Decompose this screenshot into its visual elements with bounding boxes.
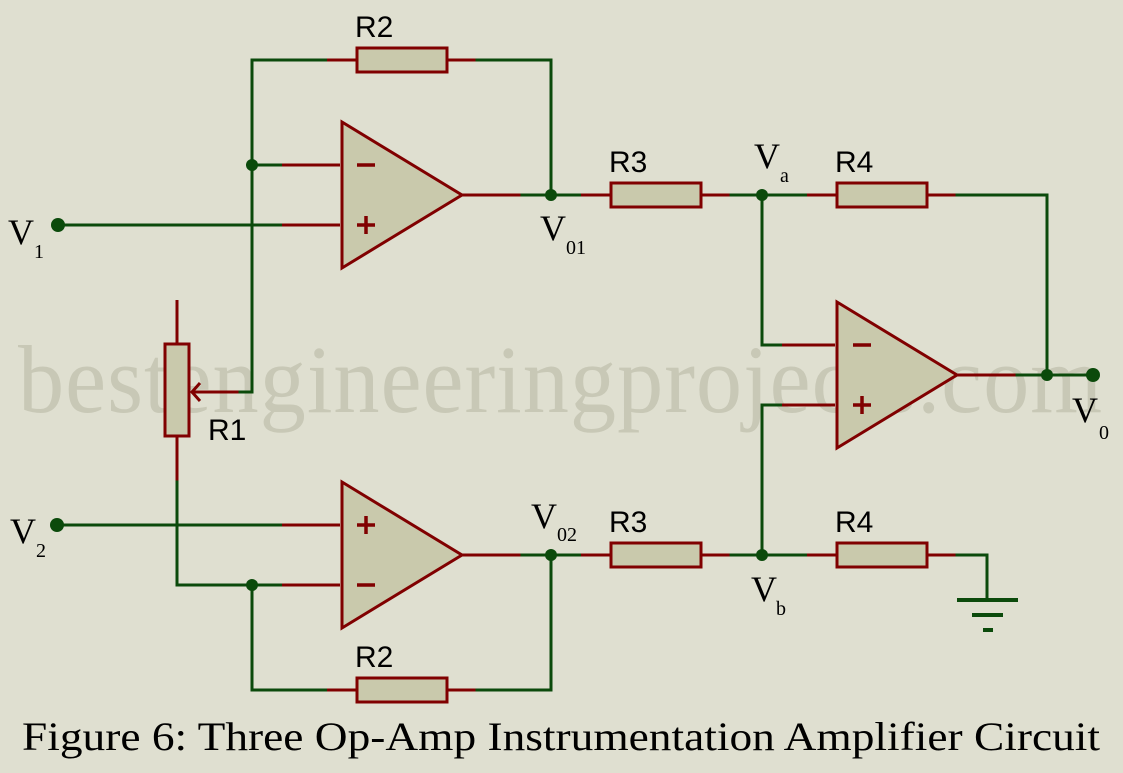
r4-top-label: R4 — [835, 146, 873, 179]
svg-text:1: 1 — [34, 241, 44, 263]
svg-text:V: V — [751, 569, 777, 609]
svg-text:0: 0 — [1099, 422, 1109, 444]
svg-text:01: 01 — [566, 237, 586, 259]
resistor-r2-top: R2 — [355, 11, 449, 74]
opamp-top — [340, 119, 465, 271]
vb-label: V b — [751, 569, 786, 620]
svg-text:V: V — [754, 136, 780, 176]
v1-label: V 1 — [8, 212, 44, 263]
r3-bottom-label: R3 — [609, 506, 647, 539]
r2-top-label: R2 — [355, 11, 393, 44]
wire-r4-feedback — [955, 193, 1049, 377]
svg-text:V: V — [1072, 390, 1098, 430]
v01-label: V 01 — [540, 208, 586, 259]
potentiometer-r1: R1 — [163, 342, 246, 447]
wire-r2-top-to-v01 — [475, 58, 553, 197]
opamp-difference — [835, 299, 960, 451]
r1-label: R1 — [208, 414, 246, 447]
v0-label: V 0 — [1072, 390, 1109, 444]
opamp-bottom — [340, 479, 465, 631]
svg-text:2: 2 — [36, 540, 46, 562]
svg-text:b: b — [776, 598, 786, 620]
figure-caption: Figure 6: Three Op-Amp Instrumentation A… — [22, 714, 1100, 759]
resistor-r2-bottom: R2 — [355, 641, 449, 704]
va-label: V a — [754, 136, 789, 187]
ground-icon — [957, 598, 1018, 632]
svg-text:02: 02 — [557, 524, 577, 546]
resistor-r4-top: R4 — [835, 146, 929, 209]
r3-top-label: R3 — [609, 146, 647, 179]
r2-bottom-label: R2 — [355, 641, 393, 674]
svg-text:V: V — [8, 212, 34, 252]
svg-text:V: V — [531, 496, 557, 536]
v02-label: V 02 — [531, 496, 577, 546]
vb-junction — [756, 549, 768, 561]
resistor-r4-bottom: R4 — [835, 506, 929, 569]
output-junction — [1041, 369, 1053, 381]
svg-text:V: V — [10, 511, 36, 551]
top-feedback-network — [250, 58, 553, 302]
resistor-r3-bottom: R3 — [609, 506, 703, 569]
junction-dot — [246, 159, 258, 171]
v0-terminal — [1086, 368, 1100, 382]
svg-text:V: V — [540, 208, 566, 248]
svg-text:a: a — [780, 165, 789, 187]
wire-r1-to-r2-top — [250, 58, 329, 302]
resistor-r3-top: R3 — [609, 146, 703, 209]
v2-label: V 2 — [10, 511, 46, 562]
v01-junction — [545, 189, 557, 201]
r4-bottom-label: R4 — [835, 506, 873, 539]
